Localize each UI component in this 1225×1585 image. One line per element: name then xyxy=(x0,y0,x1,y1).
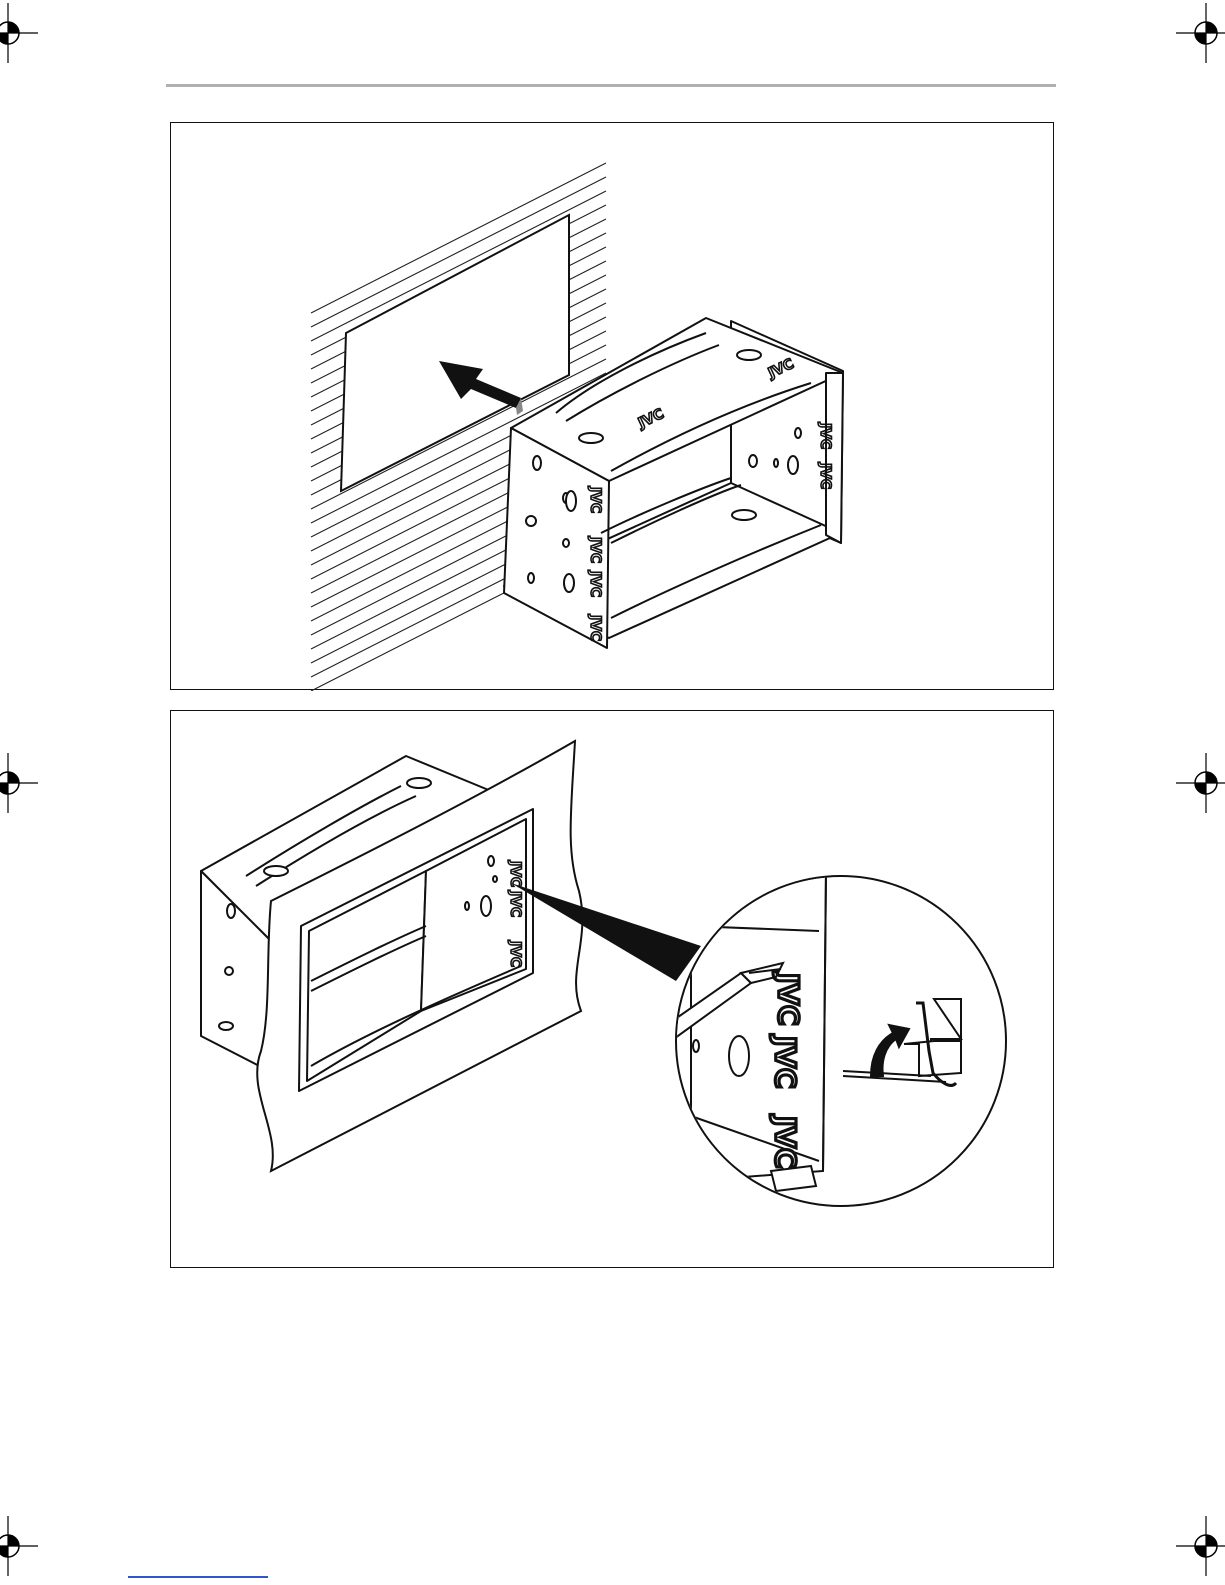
jvc-logo-mark: JVC xyxy=(817,462,833,489)
jvc-logo-mark: JVC xyxy=(507,860,523,887)
jvc-logo-mark: JVC xyxy=(817,422,833,449)
jvc-logo-mark: JVC xyxy=(587,570,603,597)
jvc-logo-mark: JVC xyxy=(769,1034,802,1089)
jvc-logo-mark: JVC xyxy=(507,940,523,967)
registration-mark-top-left-icon xyxy=(0,3,38,63)
jvc-logo-mark: JVC xyxy=(587,486,603,513)
jvc-logo-mark: JVC xyxy=(772,971,805,1026)
jvc-logo-mark: JVC xyxy=(587,536,603,563)
header-rule xyxy=(166,84,1056,87)
figure-2-panel: JVC JVC JVC xyxy=(170,710,1054,1268)
registration-mark-bottom-right-icon xyxy=(1176,1516,1225,1576)
registration-mark-mid-right-icon xyxy=(1176,753,1225,813)
jvc-logo-mark: JVC xyxy=(587,614,603,641)
registration-mark-top-right-icon xyxy=(1176,3,1225,63)
registration-mark-mid-left-icon xyxy=(0,753,38,813)
detail-magnifier: JVC JVC JVC xyxy=(661,871,1006,1206)
figure-2-illustration: JVC JVC JVC xyxy=(171,711,1055,1269)
jvc-logo-mark: JVC xyxy=(507,890,523,917)
jvc-logo-mark: JVC xyxy=(769,1114,802,1169)
footer-link-underline xyxy=(128,1576,268,1578)
registration-mark-bottom-left-icon xyxy=(0,1516,38,1576)
